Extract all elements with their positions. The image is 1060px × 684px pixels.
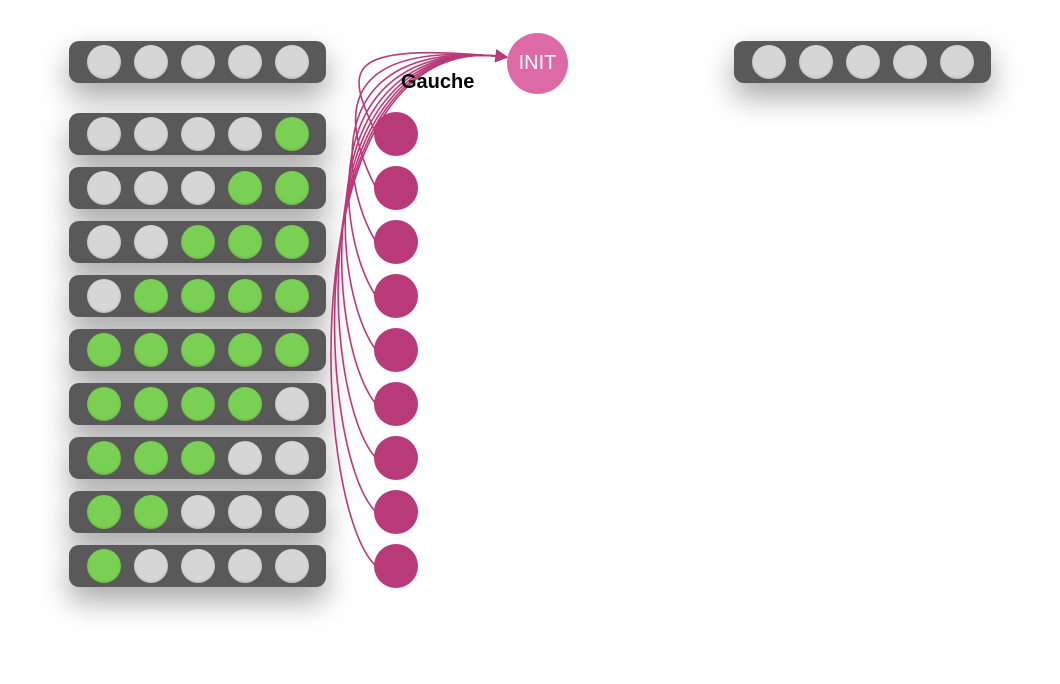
- state-bar-row: [69, 545, 326, 587]
- led-off: [181, 171, 215, 205]
- led-on: [275, 333, 309, 367]
- edge-to-init: [351, 49, 509, 243]
- led-on: [181, 279, 215, 313]
- edge-to-init: [337, 49, 509, 459]
- led-on: [181, 441, 215, 475]
- led-off: [275, 549, 309, 583]
- state-node[interactable]: [374, 274, 418, 318]
- led-on: [134, 387, 168, 421]
- led-off: [228, 549, 262, 583]
- led-off: [799, 45, 833, 79]
- led-on: [228, 171, 262, 205]
- led-off: [228, 495, 262, 529]
- state-node[interactable]: [374, 166, 418, 210]
- led-off: [181, 495, 215, 529]
- led-off: [275, 45, 309, 79]
- state-node[interactable]: [374, 328, 418, 372]
- edge-to-init: [354, 49, 509, 189]
- led-off: [228, 45, 262, 79]
- led-off: [134, 117, 168, 151]
- edge-to-init: [347, 49, 509, 297]
- led-on: [87, 387, 121, 421]
- led-off: [893, 45, 927, 79]
- led-on: [275, 279, 309, 313]
- led-off: [87, 279, 121, 313]
- led-off: [228, 117, 262, 151]
- edge-label: Gauche: [401, 71, 475, 93]
- state-bar-row: [69, 329, 326, 371]
- state-bar-row: [69, 167, 326, 209]
- led-on: [134, 279, 168, 313]
- led-off: [134, 225, 168, 259]
- led-off: [134, 549, 168, 583]
- led-on: [87, 495, 121, 529]
- state-node[interactable]: [374, 220, 418, 264]
- led-off: [275, 387, 309, 421]
- led-off: [940, 45, 974, 79]
- led-on: [87, 549, 121, 583]
- state-node[interactable]: [374, 382, 418, 426]
- led-on: [134, 333, 168, 367]
- state-node[interactable]: [374, 490, 418, 534]
- led-on: [275, 225, 309, 259]
- led-off: [181, 549, 215, 583]
- led-on: [228, 279, 262, 313]
- led-off: [275, 441, 309, 475]
- state-node[interactable]: [374, 544, 418, 588]
- led-on: [228, 387, 262, 421]
- led-on: [275, 117, 309, 151]
- led-on: [275, 171, 309, 205]
- led-off: [181, 117, 215, 151]
- led-on: [181, 333, 215, 367]
- led-off: [87, 45, 121, 79]
- state-bar-right: [734, 41, 991, 83]
- led-off: [752, 45, 786, 79]
- state-bar-row: [69, 275, 326, 317]
- led-on: [87, 333, 121, 367]
- led-off: [846, 45, 880, 79]
- state-bar-row: [69, 221, 326, 263]
- led-off: [87, 225, 121, 259]
- led-on: [228, 225, 262, 259]
- led-off: [134, 45, 168, 79]
- state-bar-row: [69, 491, 326, 533]
- state-bar-row: [69, 113, 326, 155]
- led-off: [181, 45, 215, 79]
- edge-to-init: [340, 49, 509, 405]
- state-bar-initial: [69, 41, 326, 83]
- led-on: [134, 441, 168, 475]
- edge-to-init: [330, 49, 509, 567]
- led-on: [181, 387, 215, 421]
- init-label: INIT: [518, 52, 557, 74]
- led-on: [181, 225, 215, 259]
- state-node[interactable]: [374, 112, 418, 156]
- led-on: [228, 333, 262, 367]
- state-bar-row: [69, 437, 326, 479]
- led-on: [87, 441, 121, 475]
- state-bar-row: [69, 383, 326, 425]
- edge-to-init: [344, 49, 509, 351]
- led-off: [87, 171, 121, 205]
- led-off: [134, 171, 168, 205]
- led-on: [134, 495, 168, 529]
- led-off: [87, 117, 121, 151]
- led-off: [228, 441, 262, 475]
- state-node[interactable]: [374, 436, 418, 480]
- init-node[interactable]: INIT: [507, 33, 568, 94]
- led-off: [275, 495, 309, 529]
